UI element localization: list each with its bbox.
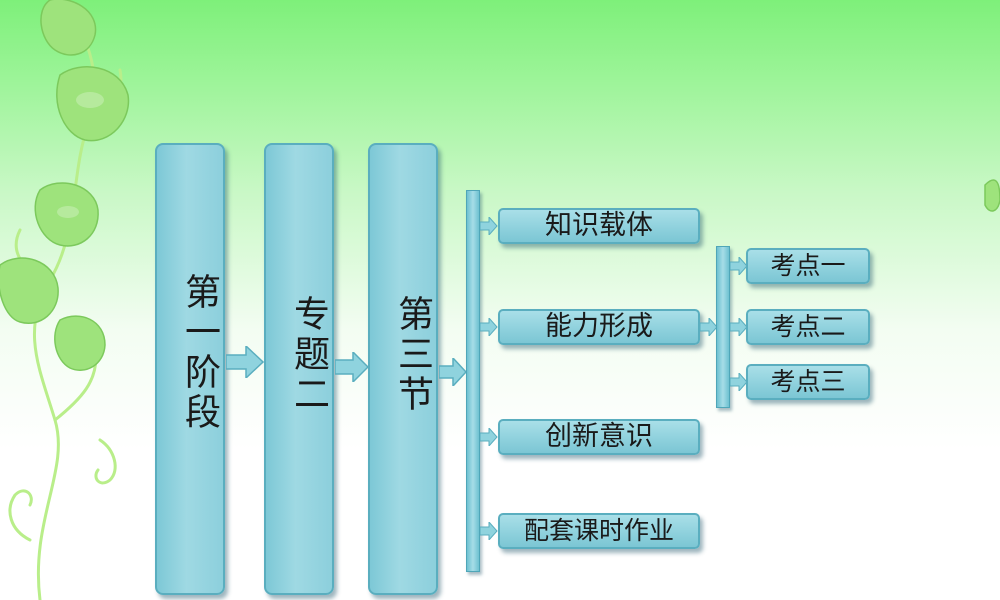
part-homework[interactable]: 配套课时作业 bbox=[498, 513, 700, 549]
leaf-icon bbox=[0, 0, 1000, 371]
point-2[interactable]: 考点二 bbox=[746, 309, 870, 345]
stage-box[interactable]: 第一阶段 bbox=[155, 143, 225, 595]
point-1[interactable]: 考点一 bbox=[746, 248, 870, 284]
arrow-right-icon bbox=[335, 352, 369, 382]
parts-bracket bbox=[466, 190, 480, 572]
section-label: 第三节 bbox=[392, 295, 433, 415]
arrow-right-icon bbox=[226, 346, 264, 378]
points-bracket bbox=[716, 246, 730, 408]
part-knowledge[interactable]: 知识载体 bbox=[498, 208, 700, 244]
arrow-right-icon bbox=[730, 257, 748, 275]
arrow-right-icon bbox=[480, 428, 498, 446]
topic-label: 专题二 bbox=[288, 295, 329, 415]
arrow-right-icon bbox=[730, 318, 748, 336]
part-ability[interactable]: 能力形成 bbox=[498, 309, 700, 345]
arrow-right-icon bbox=[700, 318, 718, 336]
arrow-right-icon bbox=[730, 373, 748, 391]
stage-label: 第一阶段 bbox=[179, 273, 220, 433]
arrow-right-icon bbox=[480, 522, 498, 540]
arrow-right-icon bbox=[480, 318, 498, 336]
section-box[interactable]: 第三节 bbox=[368, 143, 438, 595]
arrow-right-icon bbox=[480, 217, 498, 235]
point-3[interactable]: 考点三 bbox=[746, 364, 870, 400]
topic-box[interactable]: 专题二 bbox=[264, 143, 334, 595]
part-innovation[interactable]: 创新意识 bbox=[498, 419, 700, 455]
arrow-right-icon bbox=[439, 358, 467, 386]
